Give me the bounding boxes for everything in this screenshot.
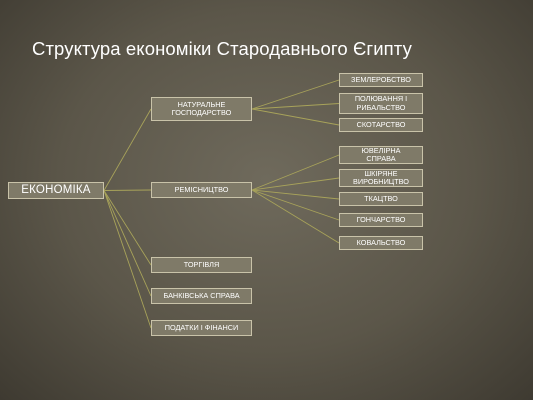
branch-node: ТОРГІВЛЯ <box>151 257 252 273</box>
connector-branch-to-leaf <box>251 79 340 110</box>
connector-branch-to-leaf <box>251 189 340 200</box>
leaf-node: ПОЛЮВАННЯ І РИБАЛЬСТВО <box>339 93 423 114</box>
leaf-node: ТКАЦТВО <box>339 192 423 206</box>
leaf-node: ЗЕМЛЕРОБСТВО <box>339 73 423 87</box>
connector-root-to-branch <box>103 108 152 191</box>
leaf-node: ШКІРЯНЕ ВИРОБНИЦТВО <box>339 169 423 187</box>
branch-node: БАНКІВСЬКА СПРАВА <box>151 288 252 304</box>
connector-branch-to-leaf <box>251 154 340 191</box>
branch-node: НАТУРАЛЬНЕ ГОСПОДАРСТВО <box>151 97 252 121</box>
connector-root-to-branch <box>103 189 152 191</box>
branch-node: ПОДАТКИ І ФІНАНСИ <box>151 320 252 336</box>
leaf-node: ГОНЧАРСТВО <box>339 213 423 227</box>
connector-branch-to-leaf <box>251 177 340 191</box>
leaf-node: СКОТАРСТВО <box>339 118 423 132</box>
connector-branch-to-leaf <box>251 189 340 221</box>
connector-root-to-branch <box>103 190 152 329</box>
slide-title: Структура економіки Стародавнього Єгипту <box>32 38 412 59</box>
root-node: ЕКОНОМІКА <box>8 182 104 199</box>
leaf-node: КОВАЛЬСТВО <box>339 236 423 250</box>
connector-root-to-branch <box>103 190 152 297</box>
leaf-node: ЮВЕЛІРНА СПРАВА <box>339 146 423 164</box>
connector-branch-to-leaf <box>251 103 340 110</box>
connector-branch-to-leaf <box>251 189 340 244</box>
connector-root-to-branch <box>103 190 152 266</box>
branch-node: РЕМІСНИЦТВО <box>151 182 252 198</box>
connector-branch-to-leaf <box>251 108 340 126</box>
